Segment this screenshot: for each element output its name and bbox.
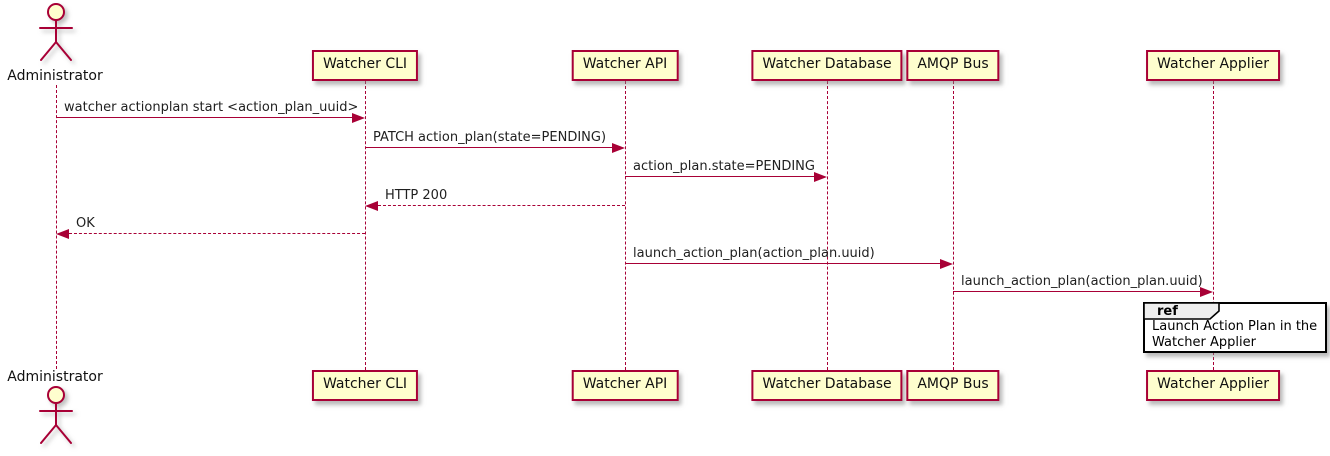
participant-label: Watcher CLI (322, 376, 408, 392)
participant-label: Watcher API (582, 376, 668, 392)
message-label-7: launch_action_plan(action_plan.uuid) (961, 274, 1203, 289)
message-line-5 (69, 233, 365, 234)
participant-box-watcher-database-bottom: Watcher Database (751, 370, 903, 401)
message-line-7 (953, 291, 1200, 292)
participant-box-watcher-applier-top: Watcher Applier (1146, 50, 1280, 81)
message-line-4 (378, 205, 625, 206)
lifeline-administrator (56, 85, 57, 369)
actor-stick-figure-icon-bottom (39, 386, 73, 444)
ref-text-line: Watcher Applier (1152, 335, 1256, 350)
participant-label: Watcher Database (762, 376, 892, 392)
participant-box-watcher-cli-bottom: Watcher CLI (311, 370, 419, 401)
lifeline-amqp-bus (953, 81, 954, 370)
message-arrowhead-icon-1 (352, 113, 365, 123)
lifeline-watcher-database (827, 81, 828, 370)
ref-fragment: ref Launch Action Plan in the Watcher Ap… (1143, 302, 1327, 353)
message-label-3: action_plan.state=PENDING (633, 159, 815, 174)
message-arrowhead-icon-7 (1200, 287, 1213, 297)
participant-label: Watcher Applier (1157, 376, 1269, 392)
lifeline-watcher-api (625, 81, 626, 370)
participant-label: Watcher Database (762, 56, 892, 72)
participant-box-watcher-api-bottom: Watcher API (571, 370, 679, 401)
lifeline-watcher-cli (365, 81, 366, 370)
message-line-1 (56, 117, 352, 118)
message-label-4: HTTP 200 (385, 188, 448, 203)
actor-label-bottom: Administrator (7, 369, 103, 385)
participant-box-amqp-bus-top: AMQP Bus (906, 50, 1000, 81)
message-arrowhead-icon-3 (814, 172, 827, 182)
participant-box-watcher-applier-bottom: Watcher Applier (1146, 370, 1280, 401)
participant-box-watcher-api-top: Watcher API (571, 50, 679, 81)
lifeline-watcher-applier (1213, 81, 1214, 370)
message-line-3 (625, 176, 814, 177)
ref-text-line: Launch Action Plan in the (1152, 319, 1318, 334)
participant-label: AMQP Bus (917, 56, 989, 72)
message-arrowhead-icon-6 (940, 259, 953, 269)
message-label-6: launch_action_plan(action_plan.uuid) (633, 246, 875, 261)
message-label-5: OK (76, 216, 95, 231)
participant-box-amqp-bus-bottom: AMQP Bus (906, 370, 1000, 401)
actor-label-top: Administrator (7, 68, 103, 84)
actor-stick-figure-icon-top (39, 3, 73, 61)
participant-label: Watcher API (582, 56, 668, 72)
message-label-2: PATCH action_plan(state=PENDING) (373, 130, 607, 145)
message-arrowhead-icon-2 (612, 143, 625, 153)
message-label-1: watcher actionplan start <action_plan_uu… (64, 100, 359, 115)
participant-box-watcher-database-top: Watcher Database (751, 50, 903, 81)
participant-label: Watcher Applier (1157, 56, 1269, 72)
participant-label: Watcher CLI (322, 56, 408, 72)
message-arrowhead-icon-5 (56, 229, 69, 239)
message-arrowhead-icon-4 (365, 201, 378, 211)
message-line-6 (625, 263, 940, 264)
ref-header-pentagon-icon (1143, 302, 1220, 320)
participant-label: AMQP Bus (917, 376, 989, 392)
message-line-2 (365, 147, 612, 148)
participant-box-watcher-cli-top: Watcher CLI (311, 50, 419, 81)
ref-keyword: ref (1157, 304, 1178, 319)
